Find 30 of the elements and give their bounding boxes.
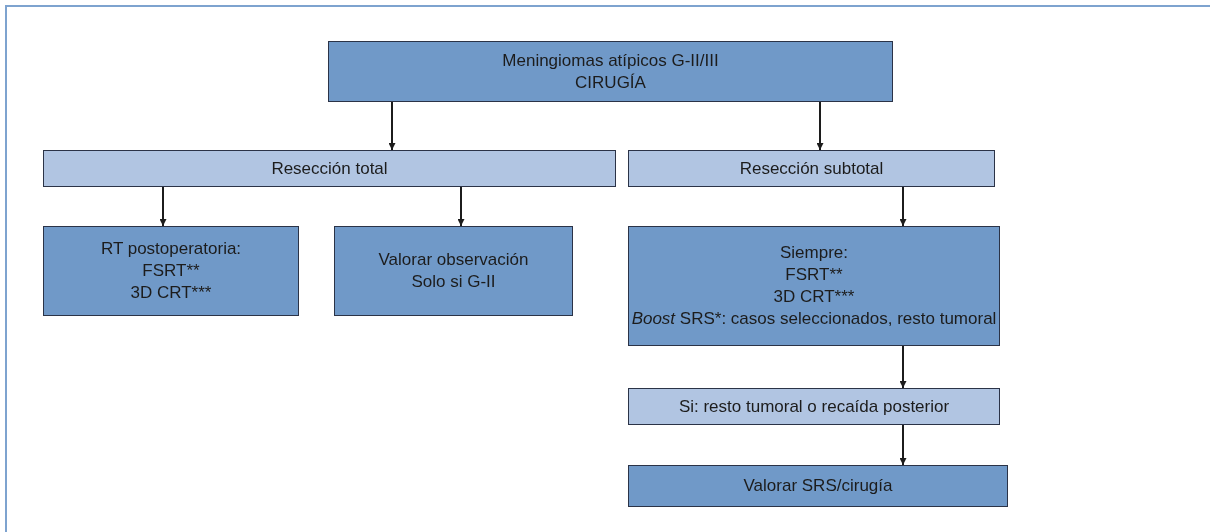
box-text: Siempre: <box>780 242 848 264</box>
box-text: FSRT** <box>142 260 200 282</box>
flowchart-box <box>628 150 995 187</box>
box-text: Meningiomas atípicos G-II/III <box>502 49 719 72</box>
box-text: CIRUGÍA <box>575 71 646 94</box>
box-text: Si: resto tumoral o recaída posterior <box>678 395 950 418</box>
box-text: Boost SRS*: casos seleccionados, resto tumoral <box>631 308 997 330</box>
box-text: Valorar observación <box>378 249 529 271</box>
flowchart-box <box>628 226 1000 346</box>
flowchart-box <box>43 150 616 187</box>
flowchart-box <box>328 41 893 102</box>
box-text: FSRT** <box>785 264 843 286</box>
box-text: Solo si G-II <box>411 271 496 293</box>
flowchart-box <box>628 388 1000 425</box>
box-text: 3D CRT*** <box>130 282 212 304</box>
arrow <box>899 345 907 389</box>
arrow <box>388 101 396 151</box>
box-text: Resección subtotal <box>739 157 884 180</box>
flowchart-box <box>43 226 299 316</box>
arrow <box>899 186 907 227</box>
flowchart-box <box>334 226 573 316</box>
arrow <box>899 424 907 466</box>
arrow <box>816 101 824 151</box>
arrow <box>457 186 465 227</box>
flowchart-box <box>628 465 1008 507</box>
box-text: RT postoperatoria: <box>100 238 242 260</box>
box-text: 3D CRT*** <box>773 286 855 308</box>
arrow <box>159 186 167 227</box>
box-text: Valorar SRS/cirugía <box>743 475 893 497</box>
box-text: Resección total <box>271 157 388 180</box>
